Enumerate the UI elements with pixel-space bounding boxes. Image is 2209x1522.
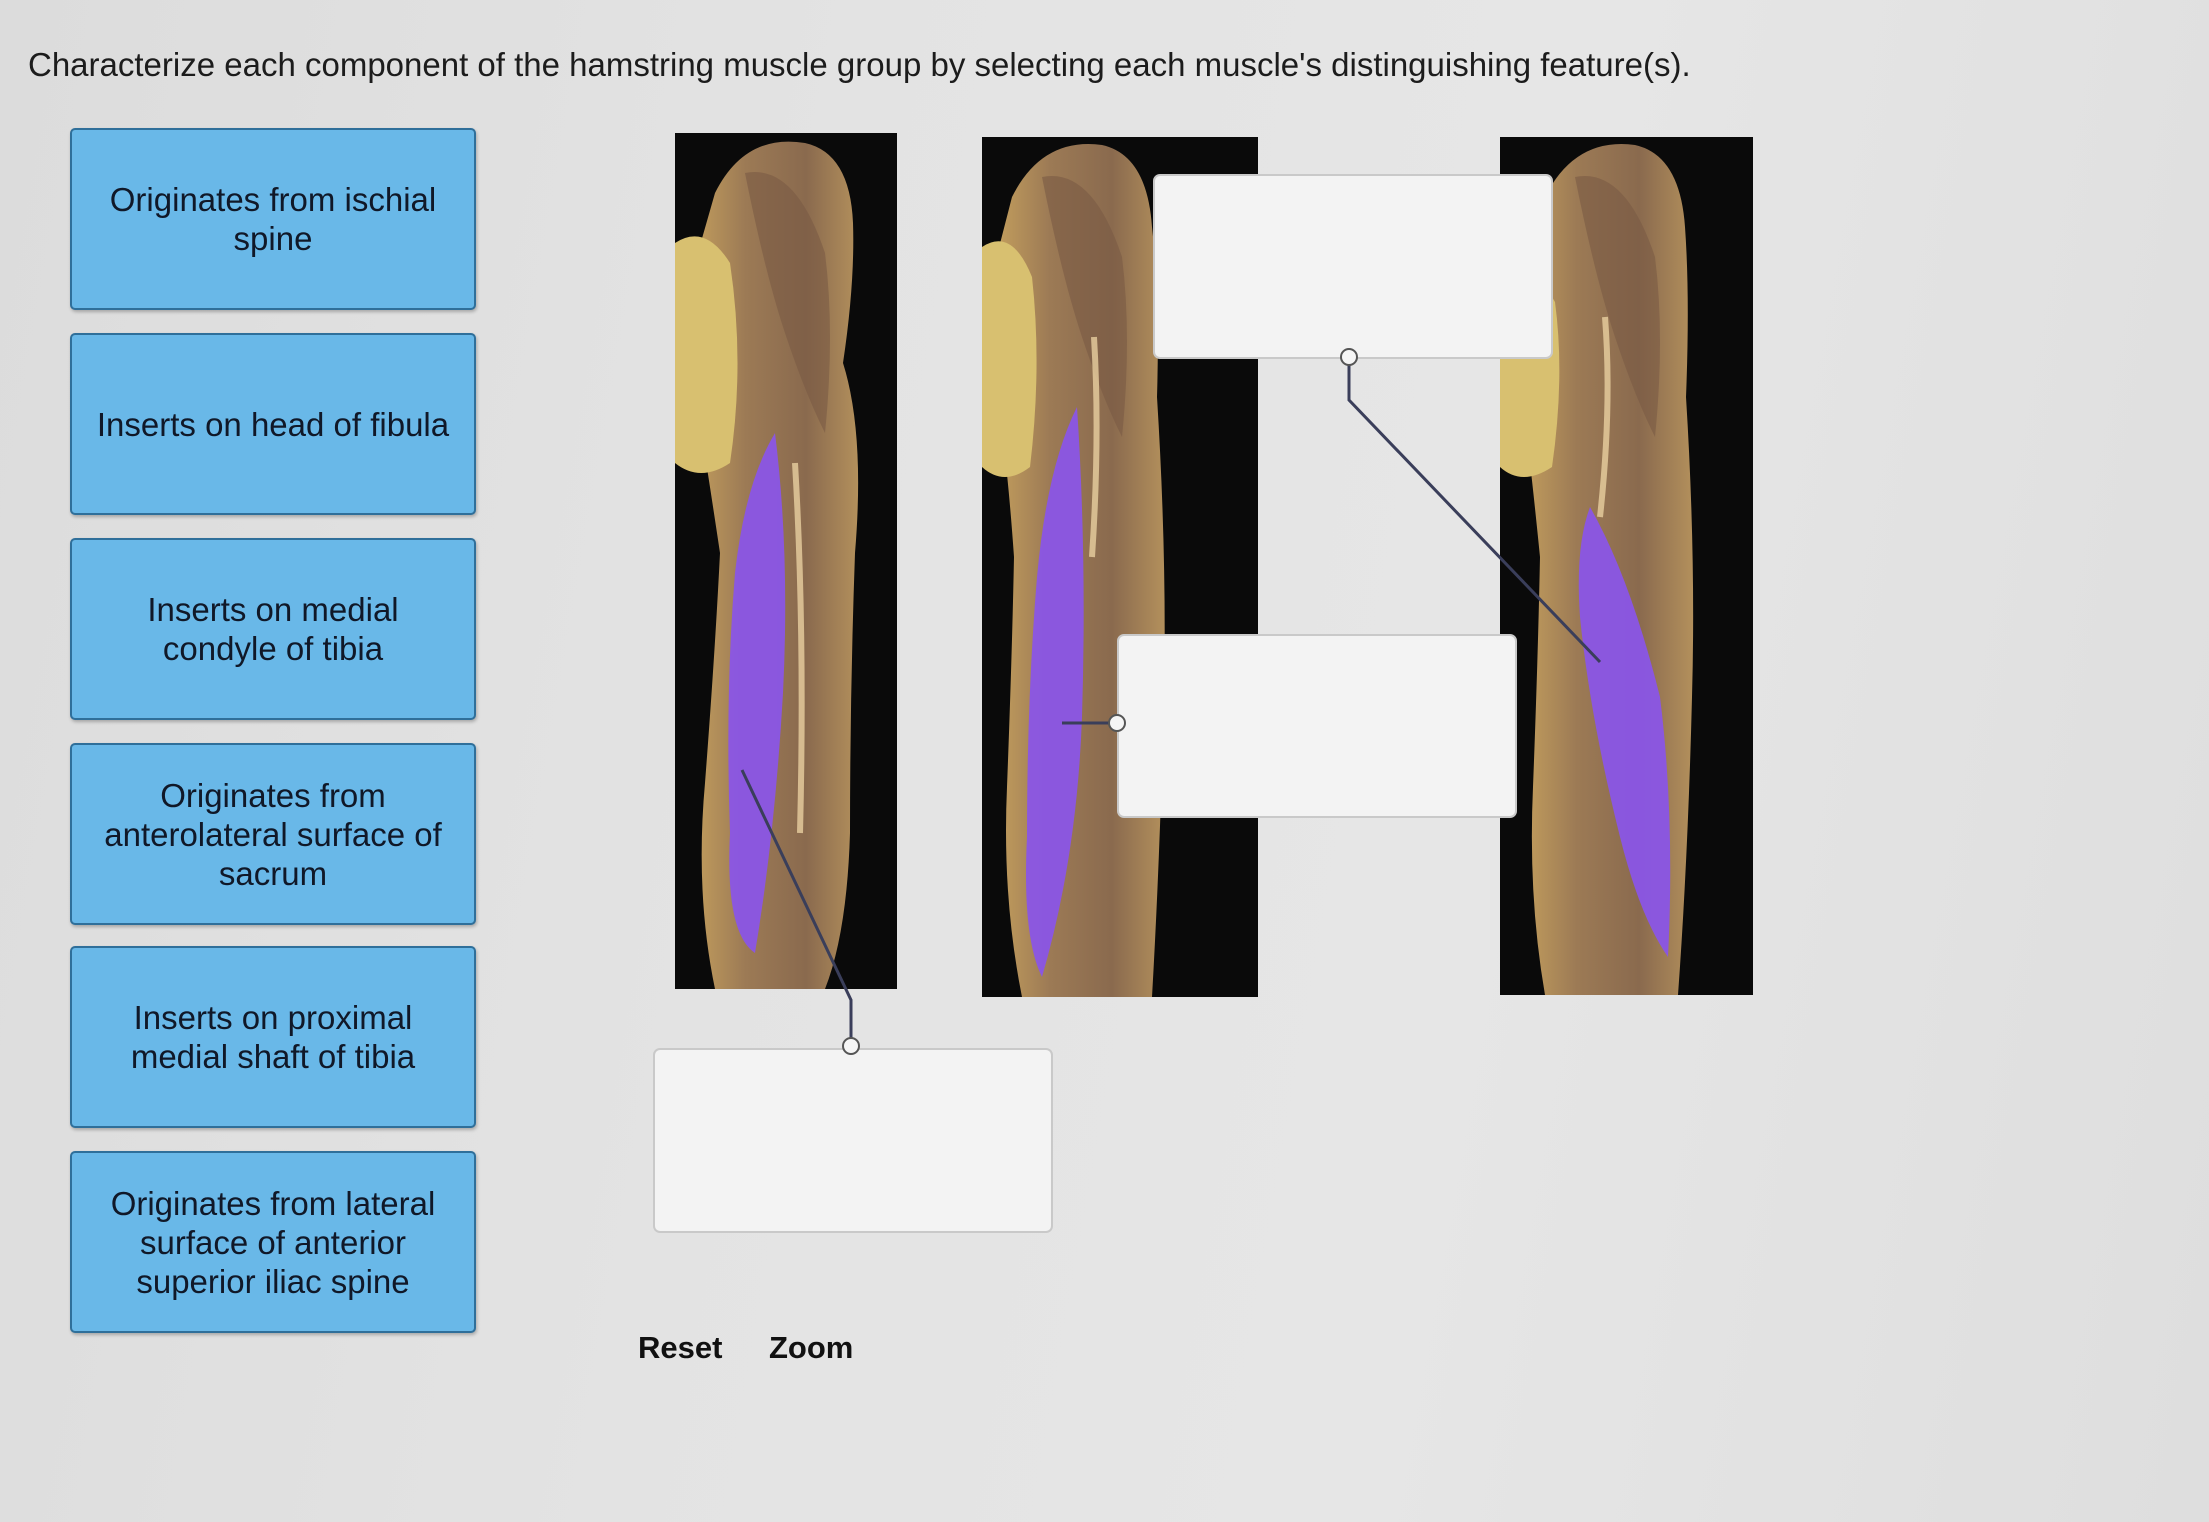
inner-fold	[1042, 176, 1127, 437]
choice-card-head-of-fibula[interactable]: Inserts on head of fibula	[70, 333, 476, 515]
hip-lobe	[675, 236, 738, 473]
drop-target-figure-3[interactable]	[1153, 174, 1553, 359]
choice-label: Inserts on head of fibula	[96, 405, 450, 443]
highlighted-muscle	[1026, 407, 1084, 977]
choice-label: Inserts on medial condyle of tibia	[147, 591, 399, 667]
choice-card-sacrum[interactable]: Originates from anterolateral surface of…	[70, 743, 476, 925]
inner-fold	[745, 172, 830, 433]
inner-fold	[1575, 176, 1660, 437]
tendon-strip	[1597, 316, 1611, 518]
zoom-button[interactable]: Zoom	[769, 1330, 854, 1365]
choice-label: Originates from anterolateral surface of…	[104, 776, 442, 892]
choice-card-medial-condyle-tibia[interactable]: Inserts on medial condyle of tibia	[70, 538, 476, 720]
thigh-illustration-1	[675, 141, 859, 989]
choice-card-ischial-spine[interactable]: Originates from ischial spine	[70, 128, 476, 310]
reset-button[interactable]: Reset	[638, 1330, 723, 1365]
instructions-text: Characterize each component of the hamst…	[28, 46, 1691, 83]
choice-label: Inserts on proximal medial shaft of tibi…	[130, 999, 416, 1075]
choice-card-proximal-medial-tibia[interactable]: Inserts on proximal medial shaft of tibi…	[70, 946, 476, 1128]
drop-target-figure-2[interactable]	[1117, 634, 1517, 818]
tendon-strip	[1089, 336, 1100, 558]
choice-card-asis[interactable]: Originates from lateral surface of anter…	[70, 1151, 476, 1333]
choice-label: Originates from lateral surface of anter…	[110, 1184, 436, 1300]
choice-label: Originates from ischial spine	[109, 181, 437, 257]
highlighted-muscle	[1578, 507, 1671, 957]
hip-lobe	[982, 241, 1037, 477]
thigh-figure-1	[675, 133, 897, 989]
thigh-illustration-3	[1500, 144, 1694, 995]
thigh-figure-2	[982, 137, 1258, 997]
drop-target-figure-1[interactable]	[653, 1048, 1053, 1233]
